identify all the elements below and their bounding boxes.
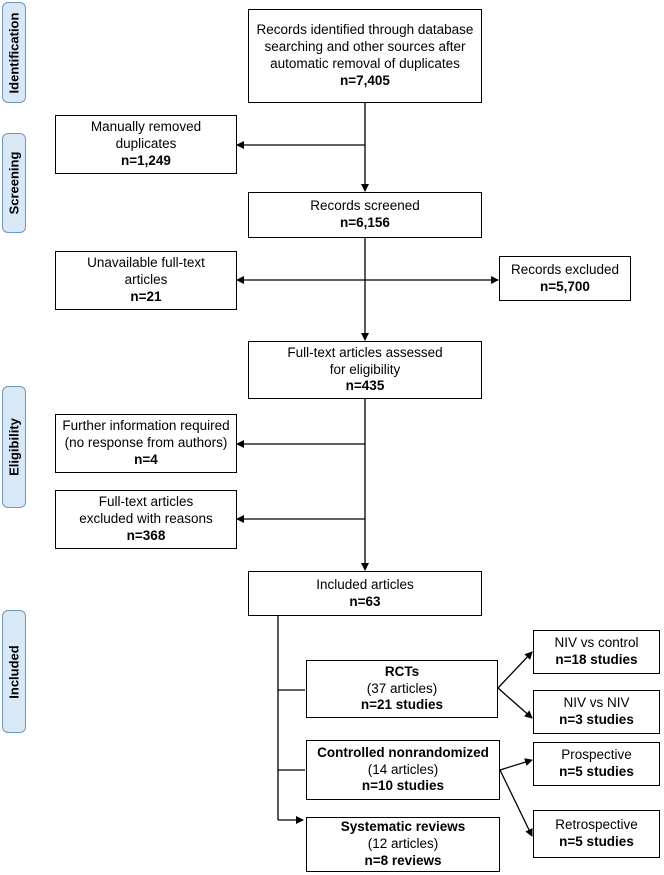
- phase-screening: Screening: [2, 133, 26, 233]
- niv-vs-control-box: NIV vs control n=18 studies: [533, 630, 660, 674]
- retrospective-box: Retrospective n=5 studies: [533, 810, 660, 858]
- phase-identification: Identification: [2, 2, 26, 103]
- controlled-nonrandomized-box: Controlled nonrandomized (14 articles) n…: [306, 740, 500, 800]
- phase-eligibility: Eligibility: [2, 386, 26, 508]
- records-screened-box: Records screened n=6,156: [248, 192, 482, 238]
- further-info-box: Further information required (no respons…: [55, 414, 237, 473]
- prospective-box: Prospective n=5 studies: [533, 742, 660, 786]
- phase-included: Included: [2, 610, 26, 733]
- excluded-reasons-box: Full-text articles excluded with reasons…: [55, 490, 237, 549]
- rcts-box: RCTs (37 articles) n=21 studies: [306, 660, 498, 718]
- niv-vs-niv-box: NIV vs NIV n=3 studies: [533, 690, 660, 734]
- phase-eligibility-label: Eligibility: [6, 418, 22, 476]
- systematic-reviews-box: Systematic reviews (12 articles) n=8 rev…: [306, 817, 500, 872]
- manually-removed-box: Manually removed duplicates n=1,249: [55, 115, 237, 174]
- records-excluded-box: Records excluded n=5,700: [499, 256, 631, 301]
- included-articles-box: Included articles n=63: [248, 571, 482, 616]
- phase-identification-label: Identification: [6, 12, 22, 93]
- phase-included-label: Included: [6, 644, 22, 699]
- records-identified-box: Records identified through database sear…: [248, 9, 482, 103]
- unavailable-articles-box: Unavailable full-text articles n=21: [55, 251, 237, 310]
- phase-screening-label: Screening: [6, 151, 22, 215]
- assessed-eligibility-box: Full-text articles assessed for eligibil…: [248, 341, 482, 399]
